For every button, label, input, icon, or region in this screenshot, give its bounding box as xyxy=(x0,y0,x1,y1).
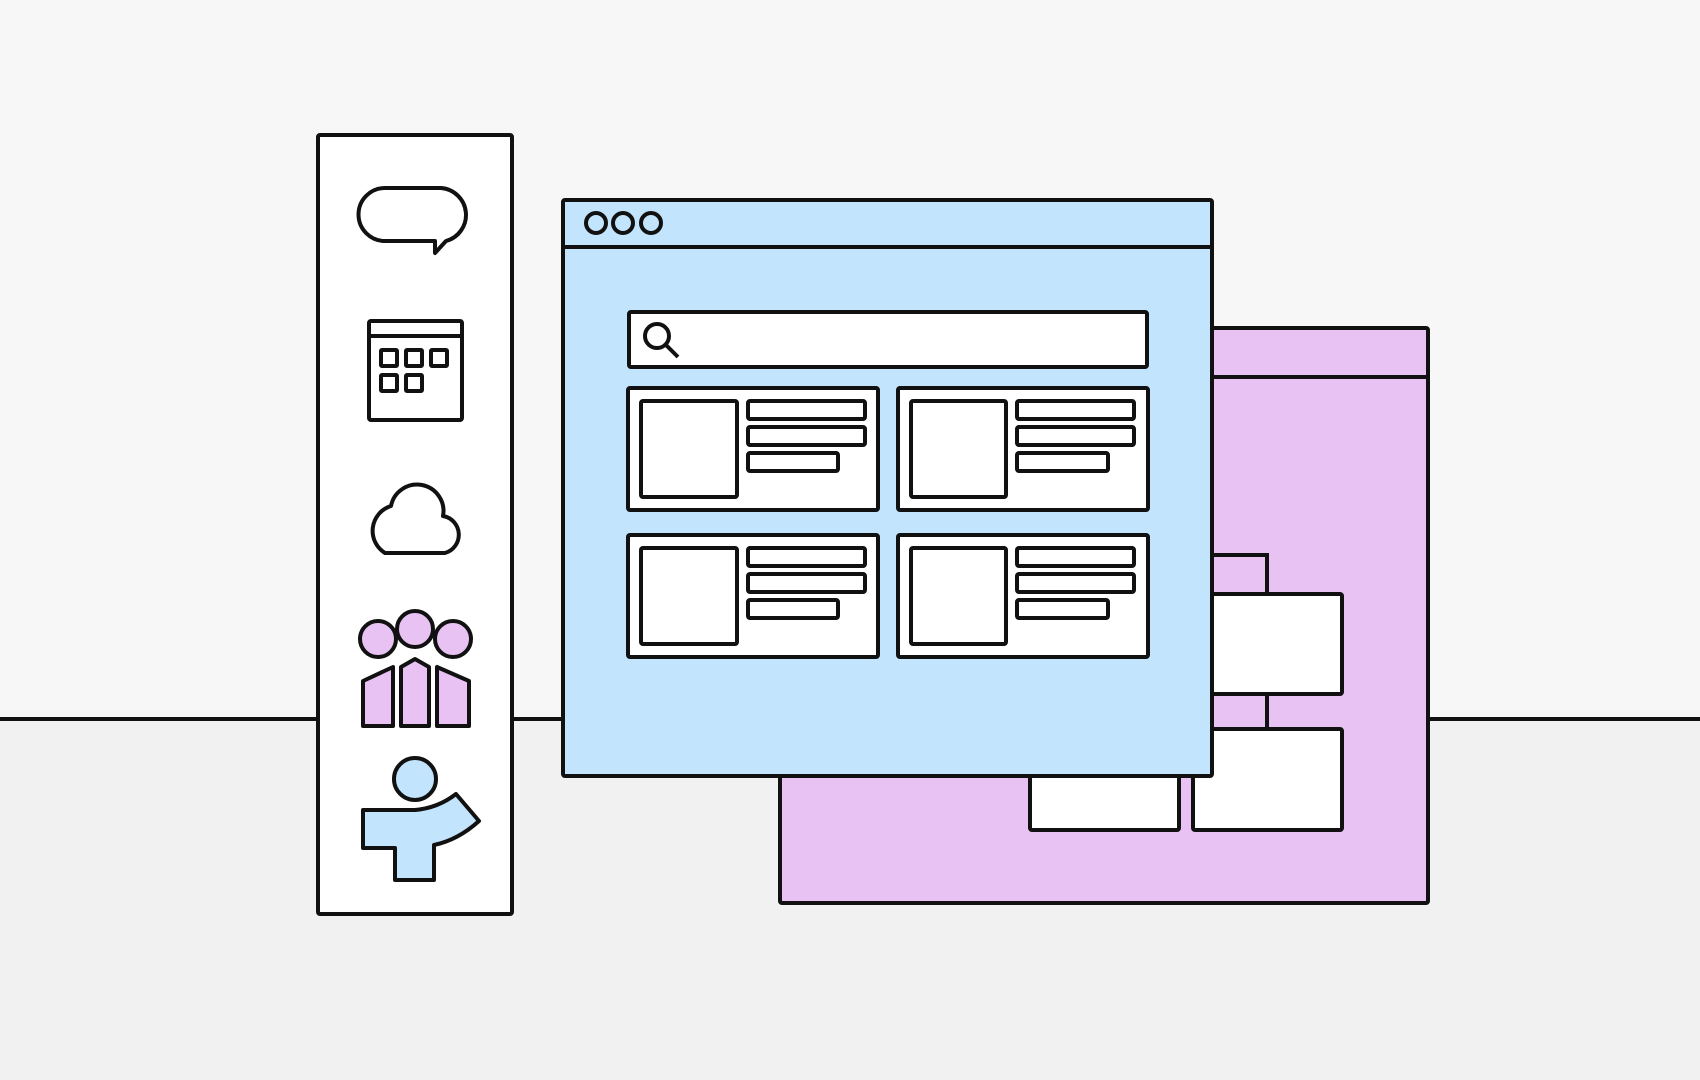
app-sidebar xyxy=(318,135,512,914)
front-window[interactable] xyxy=(563,200,1212,776)
text-line-placeholder xyxy=(1017,453,1108,471)
cloud-icon[interactable] xyxy=(373,485,459,553)
calendar-icon[interactable] xyxy=(369,321,462,420)
team-icon[interactable] xyxy=(360,611,471,726)
result-card[interactable] xyxy=(898,388,1148,510)
result-card[interactable] xyxy=(898,535,1148,657)
text-line-placeholder xyxy=(1017,427,1134,445)
text-line-placeholder xyxy=(748,600,838,618)
thumbnail-placeholder xyxy=(641,548,737,644)
search-bar[interactable] xyxy=(629,312,1147,367)
flowchart-node xyxy=(1193,729,1342,830)
waving-person-icon[interactable] xyxy=(363,758,479,880)
search-input[interactable] xyxy=(629,312,1147,367)
text-line-placeholder xyxy=(748,453,838,471)
text-line-placeholder xyxy=(1017,574,1134,592)
window-control-dot[interactable] xyxy=(586,213,606,233)
result-card[interactable] xyxy=(628,535,878,657)
window-controls xyxy=(586,213,661,233)
window-control-dot[interactable] xyxy=(613,213,633,233)
search-icon xyxy=(645,324,678,357)
text-line-placeholder xyxy=(748,427,865,445)
window-control-dot[interactable] xyxy=(641,213,661,233)
thumbnail-placeholder xyxy=(911,401,1006,497)
text-line-placeholder xyxy=(1017,600,1108,618)
text-line-placeholder xyxy=(748,548,865,566)
chat-bubble-icon[interactable] xyxy=(359,188,466,253)
text-line-placeholder xyxy=(748,574,865,592)
text-line-placeholder xyxy=(1017,548,1134,566)
result-card[interactable] xyxy=(628,388,878,510)
text-line-placeholder xyxy=(1017,401,1134,419)
thumbnail-placeholder xyxy=(641,401,737,497)
thumbnail-placeholder xyxy=(911,548,1006,644)
text-line-placeholder xyxy=(748,401,865,419)
